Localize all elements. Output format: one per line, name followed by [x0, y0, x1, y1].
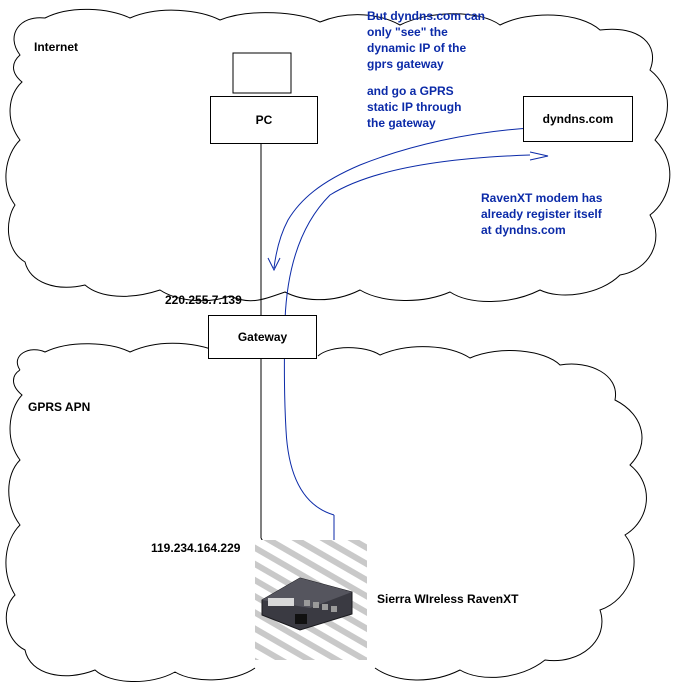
annotation-top-line: static IP through — [367, 100, 462, 114]
annotation-right-line: already register itself — [481, 207, 602, 221]
modem-ip-label: 119.234.164.229 — [151, 541, 241, 555]
dyndns-node: dyndns.com — [523, 96, 633, 142]
annotation-top: But dyndns.com can only "see" the dynami… — [367, 8, 485, 131]
pc-monitor — [232, 52, 292, 94]
annotation-top-line: only "see" the — [367, 25, 448, 39]
gateway-node: Gateway — [208, 315, 317, 359]
internet-cloud — [5, 8, 671, 302]
modem-label: Sierra WIreless RavenXT — [377, 592, 519, 606]
dyndns-label: dyndns.com — [542, 112, 614, 126]
annotation-top-line — [367, 72, 485, 83]
gateway-ip-label: 220.255.7.139 — [165, 293, 242, 307]
gateway-label: Gateway — [237, 330, 288, 344]
annotation-top-line: and go a GPRS — [367, 84, 454, 98]
annotation-top-line: gprs gateway — [367, 57, 444, 71]
arrow-head-gateway — [267, 257, 281, 272]
annotation-right-line: at dyndns.com — [481, 223, 566, 237]
region-label-internet: Internet — [34, 40, 79, 54]
annotation-right-line: RavenXT modem has — [481, 191, 603, 205]
annotation-top-line: But dyndns.com can — [367, 9, 486, 23]
annotation-top-line: dynamic IP of the — [367, 41, 467, 55]
curve-dyndns-to-gateway — [273, 127, 531, 269]
annotation-top-line: the gateway — [367, 116, 436, 130]
region-label-gprs-apn: GPRS APN — [28, 400, 91, 414]
curve-modem-to-dyndns — [283, 154, 531, 516]
pc-node: PC — [210, 96, 318, 144]
arrow-head-dyndns — [529, 151, 549, 161]
annotation-right: RavenXT modem has already register itsel… — [481, 190, 602, 238]
modem-device-image — [261, 577, 353, 631]
pc-label: PC — [255, 113, 273, 127]
